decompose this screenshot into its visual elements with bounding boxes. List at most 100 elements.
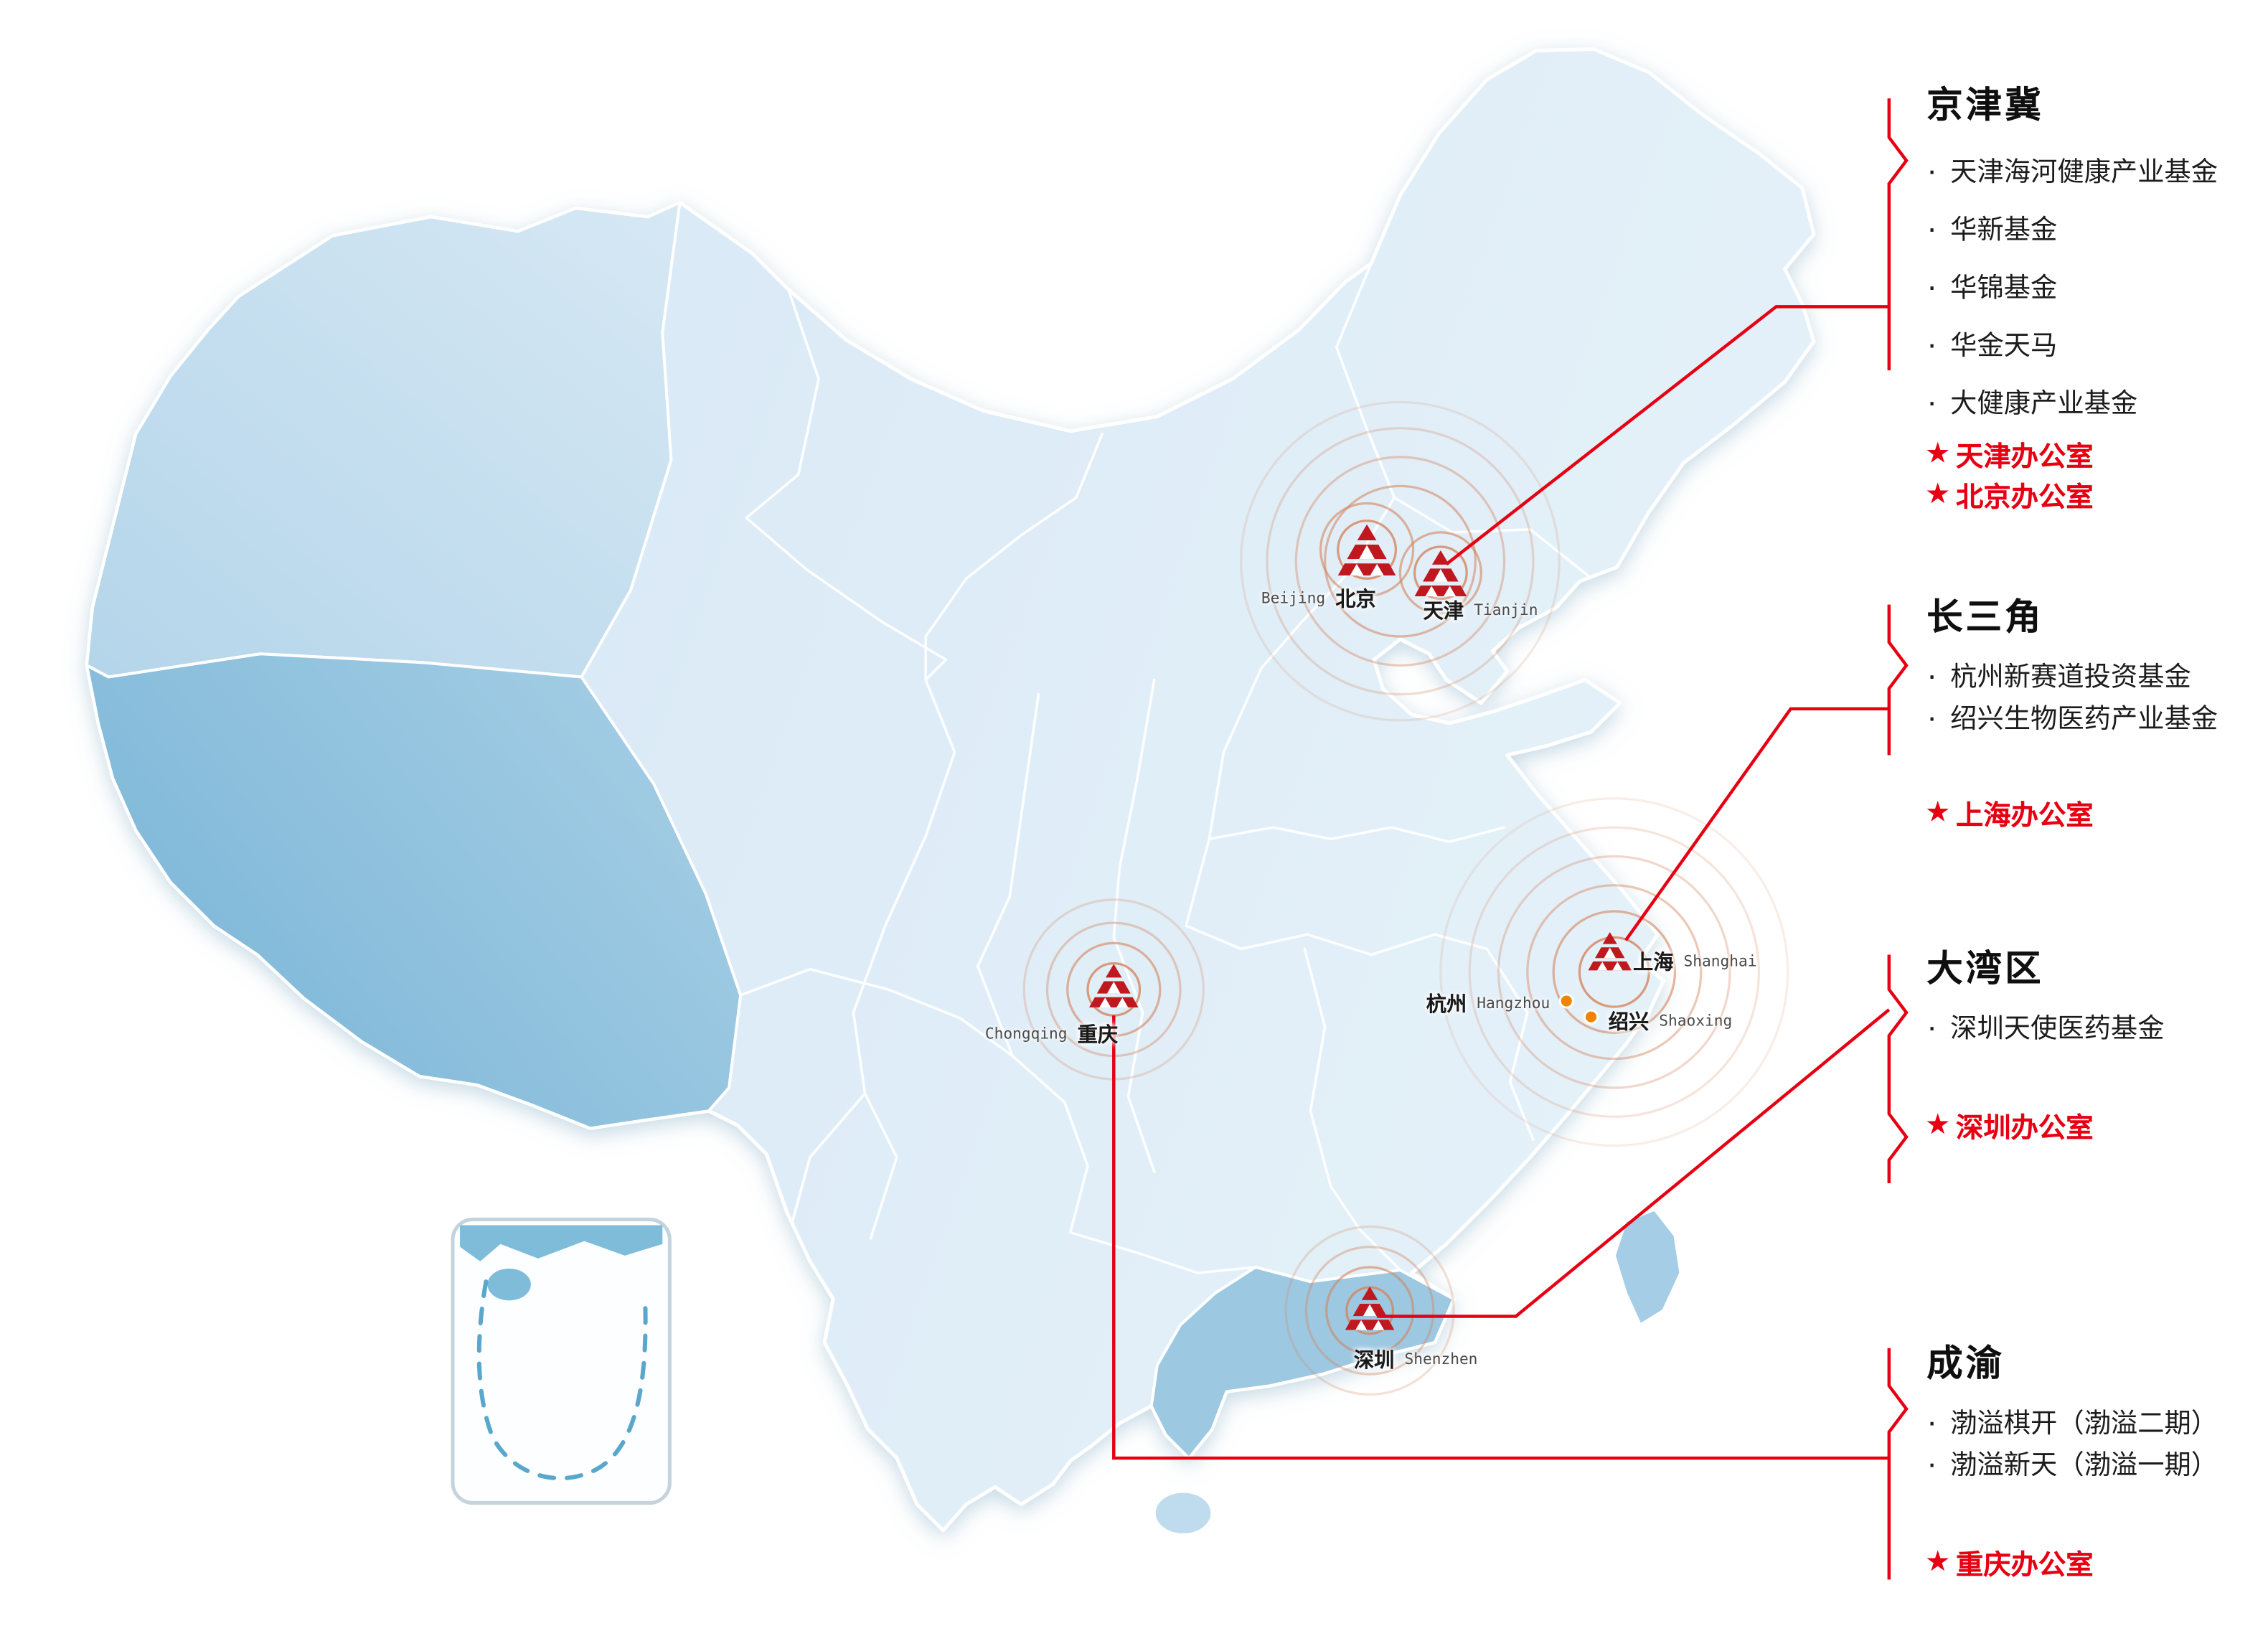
city-name-zh: 重庆 bbox=[1077, 1022, 1119, 1046]
city-label-beijing: Beijing 北京 bbox=[1261, 584, 1376, 613]
office-name: 深圳办公室 bbox=[1956, 1113, 2094, 1144]
bracket-chengyu bbox=[1887, 1348, 1909, 1580]
fund-list: · 杭州新赛道投资基金 · 绍兴生物医药产业基金 bbox=[1926, 654, 2268, 738]
office-list: ★重庆办公室 bbox=[1926, 1542, 2268, 1582]
city-name-zh: 上海 bbox=[1632, 950, 1674, 974]
ripple-beijing-tianjin bbox=[1240, 400, 1561, 722]
city-name-en: Shaoxing bbox=[1659, 1012, 1733, 1030]
region-chengyu: 成渝 ·渤溢棋开（渤溢二期） ·渤溢新天（渤溢一期） ★重庆办公室 bbox=[1926, 1343, 2268, 1583]
bullet-icon: · bbox=[1926, 656, 1938, 692]
province-borders bbox=[739, 262, 1590, 1274]
office-name: 上海办公室 bbox=[1956, 800, 2094, 832]
office-item: ★上海办公室 bbox=[1926, 793, 2268, 833]
city-name-zh: 杭州 bbox=[1426, 992, 1467, 1016]
fund-item: · 天津海河健康产业基金 bbox=[1926, 142, 2268, 200]
bracket-jingjinji bbox=[1887, 98, 1909, 371]
city-name-zh: 深圳 bbox=[1353, 1348, 1395, 1372]
office-item: ★北京办公室 bbox=[1926, 474, 2268, 514]
office-item: ★深圳办公室 bbox=[1926, 1105, 2268, 1145]
nine-dash-line bbox=[476, 1279, 648, 1481]
region-changsanjiao: 长三角 · 杭州新赛道投资基金 · 绍兴生物医药产业基金 ★上海办公室 bbox=[1926, 596, 2268, 834]
office-item: ★重庆办公室 bbox=[1926, 1542, 2268, 1582]
city-label-tianjin: 天津 Tianjin bbox=[1424, 596, 1538, 625]
star-icon: ★ bbox=[1926, 439, 1949, 468]
fund-item: · 杭州新赛道投资基金 bbox=[1926, 654, 2268, 695]
star-icon: ★ bbox=[1926, 798, 1949, 827]
south-china-sea-inset bbox=[451, 1217, 672, 1505]
city-label-shaoxing: 绍兴 Shaoxing bbox=[1609, 1007, 1733, 1035]
fund-name: 深圳天使医药基金 bbox=[1950, 1012, 2165, 1043]
office-list: ★天津办公室 ★北京办公室 bbox=[1926, 434, 2268, 515]
region-xinjiang-shade bbox=[85, 201, 682, 679]
city-name-en: Shanghai bbox=[1683, 953, 1757, 971]
hainan-island bbox=[1152, 1490, 1214, 1536]
bracket-dawanqu bbox=[1887, 954, 1909, 1184]
office-item: ★天津办公室 bbox=[1926, 434, 2268, 474]
star-icon: ★ bbox=[1926, 480, 1949, 508]
fund-name: 渤溢新天（渤溢一期） bbox=[1950, 1448, 2218, 1480]
city-name-zh: 北京 bbox=[1335, 587, 1376, 611]
fund-item: · 深圳天使医药基金 bbox=[1926, 1005, 2268, 1047]
fund-name: 华金天马 bbox=[1950, 329, 2058, 360]
region-title: 成渝 bbox=[1926, 1343, 2005, 1385]
fund-item: · 华金天马 bbox=[1926, 315, 2268, 373]
city-name-zh: 绍兴 bbox=[1608, 1010, 1650, 1033]
fund-name: 天津海河健康产业基金 bbox=[1950, 156, 2218, 187]
office-name: 重庆办公室 bbox=[1956, 1550, 2094, 1581]
city-name-en: Tianjin bbox=[1474, 601, 1538, 619]
fund-name: 华新基金 bbox=[1950, 214, 2058, 245]
city-dot-shaoxing bbox=[1583, 1009, 1599, 1025]
fund-name: 杭州新赛道投资基金 bbox=[1950, 660, 2191, 691]
city-label-hangzhou: 杭州 Hangzhou bbox=[1426, 989, 1551, 1018]
bullet-icon: · bbox=[1926, 151, 1938, 189]
region-title: 长三角 bbox=[1926, 597, 2044, 639]
bullet-icon: · bbox=[1926, 1402, 1938, 1439]
star-icon: ★ bbox=[1926, 1548, 1949, 1576]
inset-hainan bbox=[487, 1268, 531, 1301]
ripple-shanghai bbox=[1439, 797, 1789, 1147]
taiwan-island bbox=[1612, 1207, 1683, 1327]
connector-chengyu bbox=[1112, 1015, 1889, 1460]
bullet-icon: · bbox=[1926, 697, 1938, 735]
bullet-icon: · bbox=[1926, 325, 1938, 362]
city-label-shanghai: 上海 Shanghai bbox=[1633, 947, 1757, 976]
bullet-icon: · bbox=[1926, 1444, 1938, 1481]
connector-dawanqu bbox=[1377, 1008, 1891, 1318]
fund-item: ·大健康产业基金 bbox=[1926, 373, 2268, 431]
region-title: 大湾区 bbox=[1926, 949, 2044, 989]
fund-name: 绍兴生物医药产业基金 bbox=[1950, 702, 2218, 733]
region-tibet-shade bbox=[85, 652, 743, 1130]
fund-item: · 绍兴生物医药产业基金 bbox=[1926, 696, 2268, 738]
bullet-icon: · bbox=[1926, 267, 1938, 304]
city-label-shenzhen: 深圳 Shenzhen bbox=[1354, 1345, 1478, 1374]
bracket-changsanjiao bbox=[1887, 604, 1909, 756]
fund-item: ·华新基金 bbox=[1926, 199, 2268, 258]
city-name-en: Shenzhen bbox=[1404, 1350, 1478, 1369]
city-name-zh: 天津 bbox=[1423, 598, 1464, 622]
ripple-shenzhen bbox=[1284, 1225, 1455, 1396]
inset-box bbox=[451, 1217, 672, 1505]
city-dot-hangzhou bbox=[1558, 993, 1574, 1009]
city-name-en: Hangzhou bbox=[1477, 995, 1551, 1013]
bullet-icon: · bbox=[1926, 1007, 1938, 1044]
inset-coastline bbox=[460, 1225, 663, 1261]
star-icon: ★ bbox=[1926, 1111, 1949, 1139]
office-name: 北京办公室 bbox=[1956, 482, 2094, 513]
fund-list: ·渤溢棋开（渤溢二期） ·渤溢新天（渤溢一期） bbox=[1926, 1400, 2268, 1484]
city-label-chongqing: Chongqing 重庆 bbox=[985, 1020, 1118, 1048]
region-dawanqu: 大湾区 · 深圳天使医药基金 ★深圳办公室 bbox=[1926, 947, 2268, 1145]
fund-item: · 华锦基金 bbox=[1926, 258, 2268, 316]
connector-jingjinji bbox=[1445, 305, 1889, 565]
fund-name: 华锦基金 bbox=[1950, 271, 2058, 303]
office-list: ★上海办公室 bbox=[1926, 793, 2268, 833]
office-name: 天津办公室 bbox=[1956, 441, 2094, 473]
connector-lines bbox=[1112, 98, 1909, 1580]
office-list: ★深圳办公室 bbox=[1926, 1105, 2268, 1145]
city-name-en: Beijing bbox=[1261, 590, 1326, 608]
bullet-icon: · bbox=[1926, 383, 1938, 420]
fund-list: ·天津海河健康产业基金 ·华新基金 ·华锦基金 ·华金天马 ·大健康产业基金 bbox=[1926, 142, 2268, 431]
region-jingjinji: 京津冀 ·天津海河健康产业基金 ·华新基金 ·华锦基金 ·华金天马 ·大健康产业… bbox=[1926, 84, 2268, 515]
fund-item: · 渤溢新天（渤溢一期） bbox=[1926, 1442, 2268, 1484]
